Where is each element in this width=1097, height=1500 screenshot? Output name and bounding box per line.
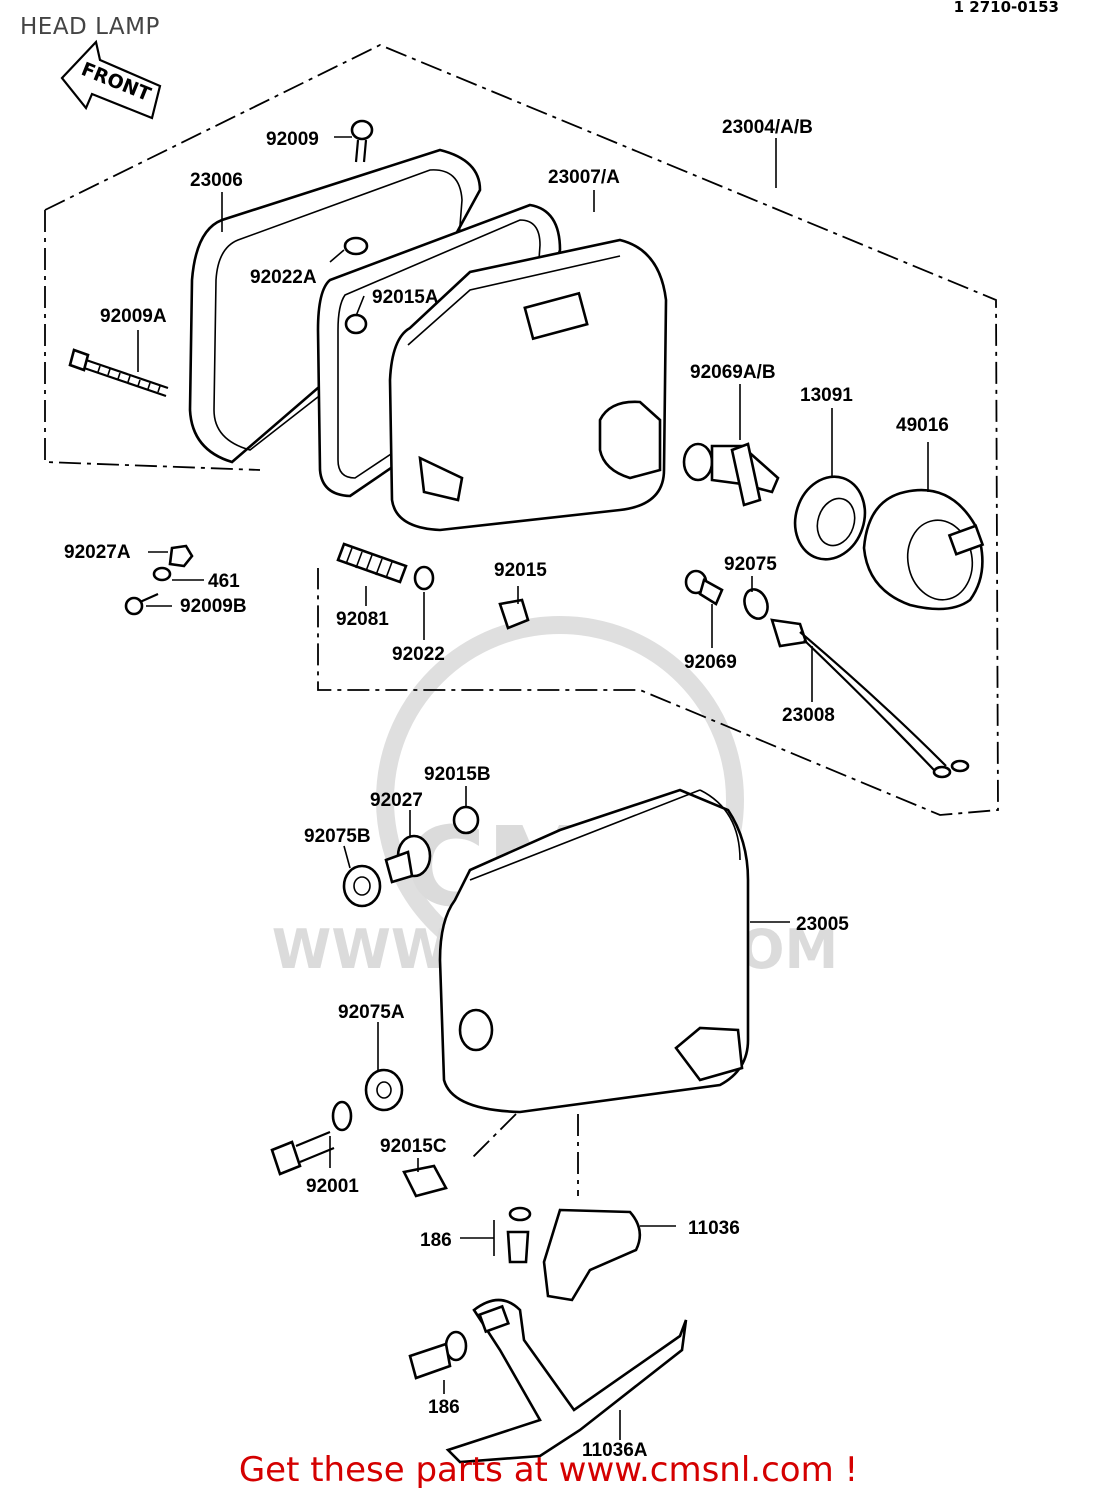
label-23008: 23008 xyxy=(782,705,835,726)
part-92022-washer xyxy=(413,565,435,591)
part-23005-housing xyxy=(438,788,750,1114)
label-23005: 23005 xyxy=(796,914,849,935)
label-92027A: 92027A xyxy=(64,542,131,563)
part-92075A-grommet xyxy=(364,1068,404,1112)
front-arrow: FRONT xyxy=(60,39,162,120)
label-11036: 11036 xyxy=(688,1218,740,1239)
label-92075A: 92075A xyxy=(338,1002,405,1023)
assembly-outline xyxy=(44,44,999,816)
label-92009: 92009 xyxy=(266,129,319,150)
cta-banner[interactable]: Get these parts at www.cmsnl.com ! xyxy=(238,1450,859,1490)
part-92009-screw xyxy=(350,119,374,163)
part-13091-socket xyxy=(793,475,867,561)
part-92027-collar xyxy=(384,834,432,884)
label-92009B: 92009B xyxy=(180,596,247,617)
part-92081-spring xyxy=(336,542,408,584)
part-11036A-stay xyxy=(445,1298,688,1464)
reference-code: 1 2710-0153 xyxy=(953,0,1059,16)
part-92009B-screw xyxy=(124,592,159,616)
label-92027: 92027 xyxy=(370,790,423,811)
label-23006: 23006 xyxy=(190,170,243,191)
part-labels: 92009 23006 23004/A/B 23007/A 92022A 920… xyxy=(64,117,949,1461)
label-92015A: 92015A xyxy=(372,287,439,308)
label-23007: 23007/A xyxy=(548,167,620,188)
label-92001: 92001 xyxy=(306,1176,359,1197)
label-13091: 13091 xyxy=(800,385,853,406)
label-92075B: 92075B xyxy=(304,826,371,847)
part-11036-bracket xyxy=(542,1208,642,1302)
leader-lines xyxy=(137,136,929,1440)
part-92015-nut xyxy=(498,598,530,630)
label-23004: 23004/A/B xyxy=(722,117,813,138)
part-92009A-bolt xyxy=(68,348,169,398)
part-92069-bulb xyxy=(684,569,724,606)
label-92015: 92015 xyxy=(494,560,547,581)
part-49016-cover xyxy=(862,488,985,611)
part-461-spring xyxy=(152,566,172,582)
label-92015B: 92015B xyxy=(424,764,491,785)
label-186-lower: 186 xyxy=(428,1397,460,1418)
label-92069: 92069 xyxy=(684,652,737,673)
part-23004-lamp xyxy=(388,238,668,532)
part-92022A-washer xyxy=(343,236,369,256)
part-186-screw-upper xyxy=(506,1206,532,1264)
part-92075-grommet xyxy=(743,588,769,620)
label-92015C: 92015C xyxy=(380,1136,447,1157)
part-92015C-clip xyxy=(402,1164,448,1198)
part-92015A-nut xyxy=(344,313,368,335)
part-92001-bolt xyxy=(270,1100,353,1176)
label-92022: 92022 xyxy=(392,644,445,665)
part-23008-wire xyxy=(770,618,970,779)
part-186-screw-lower xyxy=(408,1330,468,1380)
label-92069AB: 92069A/B xyxy=(690,362,776,383)
label-11036A: 11036A xyxy=(582,1440,648,1461)
label-92009A: 92009A xyxy=(100,306,167,327)
label-461: 461 xyxy=(208,571,240,592)
part-92075B-grommet xyxy=(342,864,382,908)
part-92027A-nut xyxy=(168,544,194,568)
part-92015B-nut xyxy=(452,805,480,835)
page-title: HEAD LAMP xyxy=(20,14,160,40)
label-92081: 92081 xyxy=(336,609,389,630)
label-49016: 49016 xyxy=(896,415,949,436)
label-92022A: 92022A xyxy=(250,267,317,288)
label-186-upper: 186 xyxy=(420,1230,452,1251)
part-92069AB-bulb xyxy=(682,442,780,507)
label-92075: 92075 xyxy=(724,554,777,575)
